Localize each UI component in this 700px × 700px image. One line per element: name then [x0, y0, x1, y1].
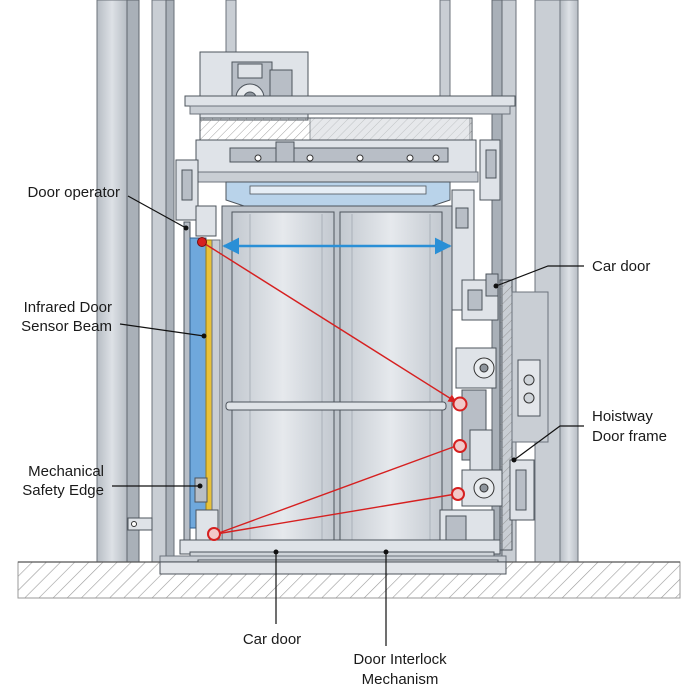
car-door-panels — [221, 205, 453, 559]
left-door-panel — [231, 211, 335, 557]
sensor-point-receiver-3 — [451, 487, 465, 501]
label-hoistway-line2: Door frame — [592, 428, 667, 445]
leader-lines — [112, 195, 584, 646]
label-safety-edge-line1: Mechanical — [28, 463, 104, 480]
label-car-door-bottom: Car door — [243, 631, 301, 648]
left-door-jamb — [127, 159, 221, 543]
label-infrared-sensor-line2: Sensor Beam — [21, 318, 112, 335]
label-infrared-sensor-line1: Infrared Door — [24, 299, 112, 316]
sensor-point-bottom — [207, 527, 221, 541]
label-safety-edge-line2: Safety Edge — [22, 482, 104, 499]
callout-labels: Door operator Infrared Door Sensor Beam … — [21, 184, 667, 688]
label-door-operator: Door operator — [27, 184, 120, 201]
sensor-point-receiver-2 — [453, 439, 467, 453]
label-interlock-line2: Mechanism — [362, 671, 439, 688]
sensor-point-emitter — [197, 237, 207, 247]
door-operator-housing — [184, 51, 516, 183]
label-interlock-line1: Door Interlock — [353, 651, 447, 668]
label-hoistway-line1: Hoistway — [592, 408, 653, 425]
laser-lines — [197, 237, 468, 541]
right-mechanism — [439, 139, 549, 551]
sill-and-floor — [17, 539, 681, 599]
sensor-point-receiver-1 — [452, 396, 468, 412]
door-header — [225, 181, 451, 207]
label-car-door-right: Car door — [592, 258, 650, 275]
